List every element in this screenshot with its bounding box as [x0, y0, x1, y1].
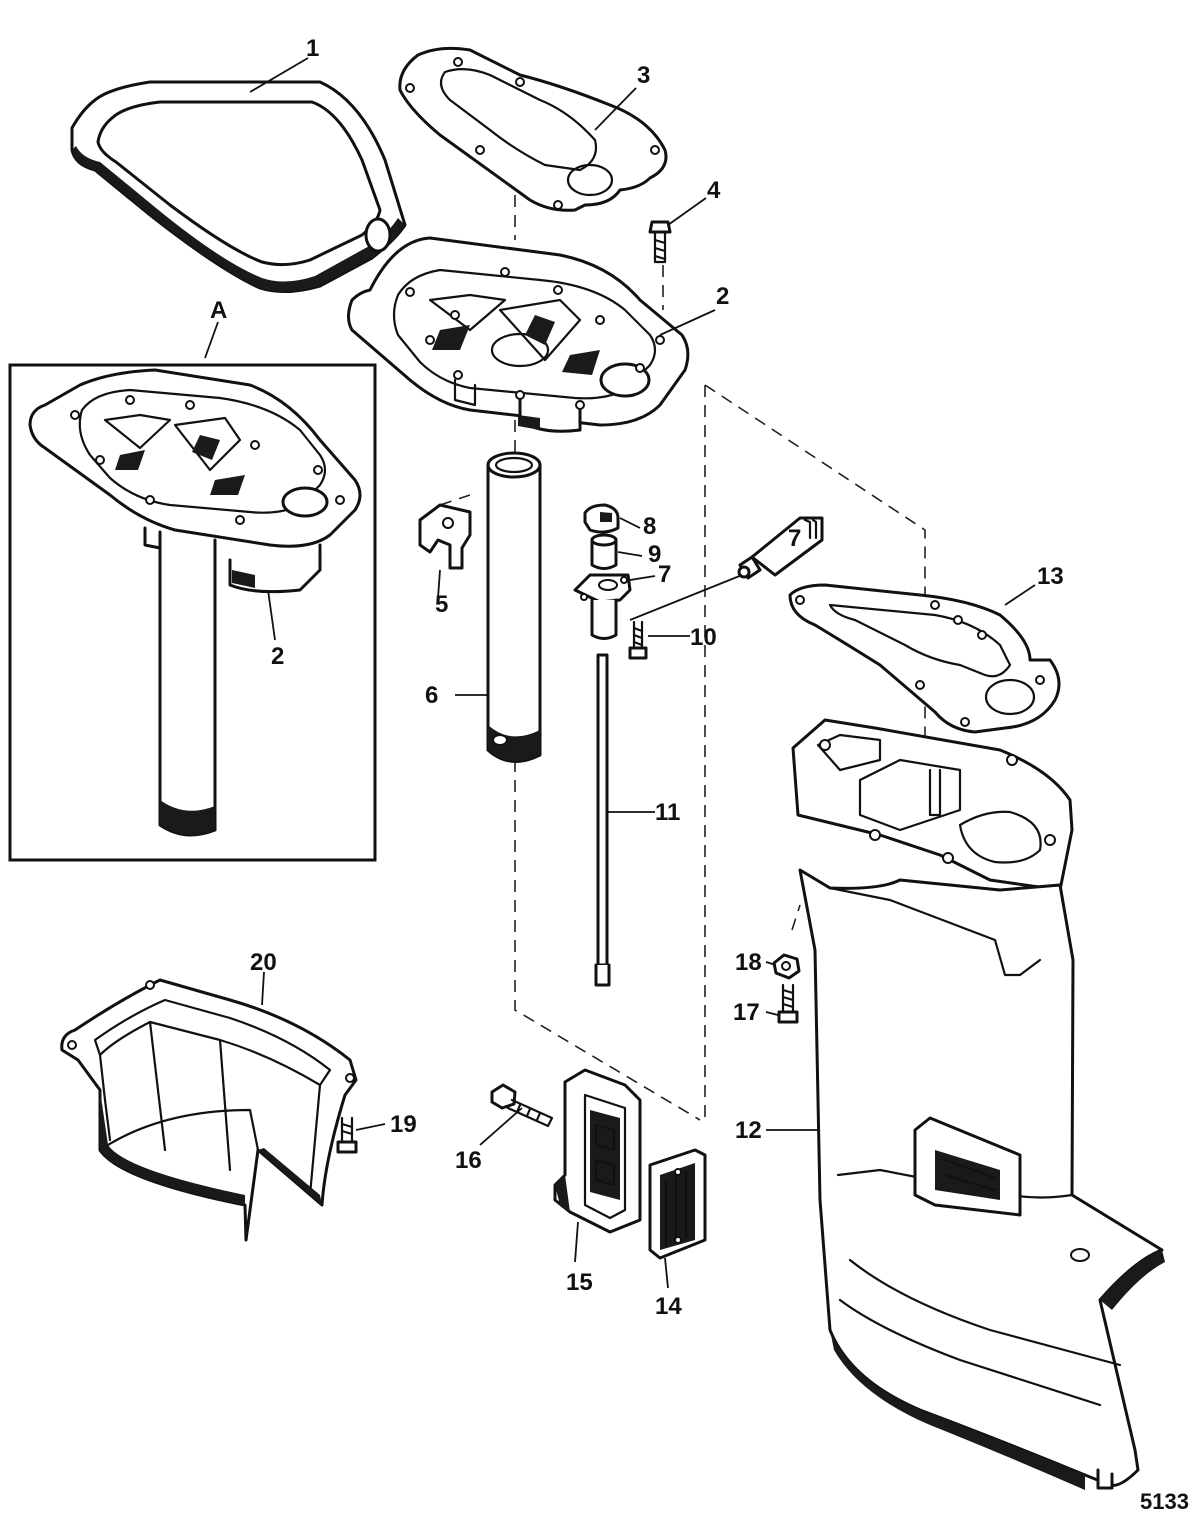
figure-number: 5133 [1140, 1489, 1189, 1514]
callout-2-inset: 2 [271, 643, 284, 670]
part-12-driveshaft-housing [791, 718, 1165, 1490]
callout-3: 3 [637, 62, 650, 89]
callout-4: 4 [707, 177, 721, 204]
part-10-screw [628, 620, 648, 660]
callout-18: 18 [735, 949, 762, 976]
part-7-sealant-tube [737, 516, 824, 580]
callout-5: 5 [435, 591, 448, 618]
part-8-grommet [583, 503, 620, 534]
callout-7-tube: 7 [788, 525, 801, 552]
callout-14: 14 [655, 1293, 682, 1320]
callout-16: 16 [455, 1147, 482, 1174]
inset-a-frame [8, 363, 377, 862]
leader-lines [204, 57, 1036, 1289]
inset-label-a: A [210, 297, 227, 324]
part-18-washer [772, 953, 801, 980]
part-5-clip [418, 503, 472, 570]
part-17-bolt [777, 983, 799, 1024]
part-7-shift-guide [573, 573, 632, 640]
part-14-anode-plate [648, 1148, 707, 1260]
part-3-top-gasket [398, 46, 668, 212]
callout-12: 12 [735, 1117, 762, 1144]
part-13-gasket [788, 583, 1061, 734]
callout-6: 6 [425, 682, 438, 709]
callout-7: 7 [658, 561, 671, 588]
callout-20: 20 [250, 949, 277, 976]
inset-a-adapter-plate-with-tube [28, 368, 362, 837]
part-9-bushing [590, 533, 618, 570]
callout-17: 17 [733, 999, 760, 1026]
part-2-adapter-plate [347, 236, 690, 433]
callout-9: 9 [648, 541, 661, 568]
callout-13: 13 [1037, 563, 1064, 590]
callout-15: 15 [566, 1269, 593, 1296]
part-1-seal-ring [70, 80, 407, 293]
part-6-water-tube [486, 451, 542, 763]
assembly-guide-lines [384, 195, 926, 1121]
callout-1: 1 [306, 35, 319, 62]
callout-labels: 1 3 4 2 A 2 5 6 8 9 7 7 10 11 13 18 17 1… [210, 35, 1189, 1514]
callout-11: 11 [655, 799, 680, 826]
part-15-anode-bracket [553, 1068, 642, 1234]
part-16-bolt [490, 1083, 554, 1128]
part-4-bolt [648, 220, 672, 264]
callout-2: 2 [716, 283, 729, 310]
callout-10: 10 [690, 624, 717, 651]
part-11-shift-shaft [594, 653, 611, 987]
part-19-screw [336, 1116, 358, 1154]
part-20-exhaust-plate [60, 978, 358, 1242]
callout-19: 19 [390, 1111, 417, 1138]
callout-8: 8 [643, 513, 656, 540]
